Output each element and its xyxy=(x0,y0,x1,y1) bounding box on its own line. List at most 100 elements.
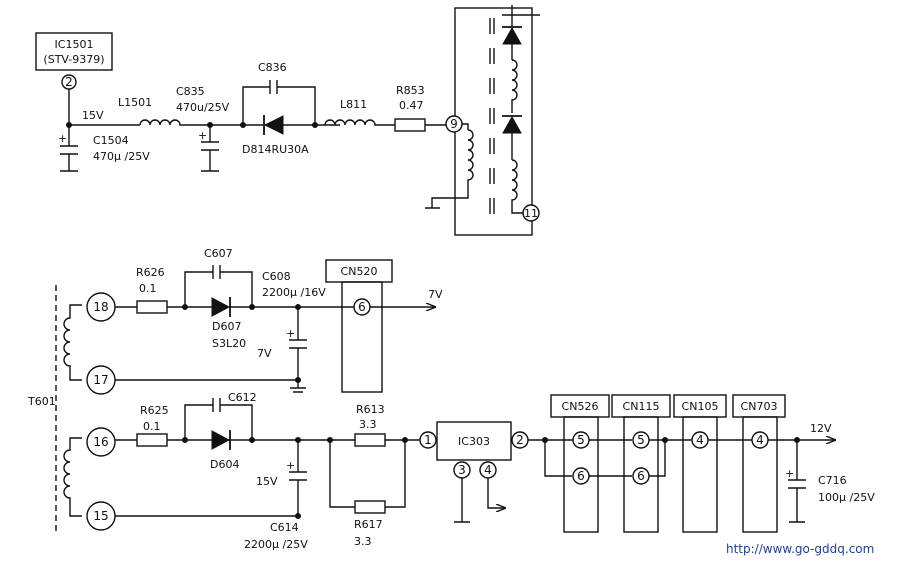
svg-text:+: + xyxy=(286,459,295,472)
t601-pin-16-label: 16 xyxy=(93,435,108,449)
r613-resistor xyxy=(354,433,386,447)
c608-name: C608 xyxy=(262,270,291,283)
c716-value: 100μ /25V xyxy=(818,491,875,504)
svg-text:+: + xyxy=(58,132,67,145)
cn115-body xyxy=(623,416,659,533)
c614-voltage-label: 15V xyxy=(256,475,278,488)
cn105-pin-label: 4 xyxy=(696,433,704,447)
t601-winding-lower xyxy=(63,437,82,517)
r617-resistor xyxy=(354,500,386,514)
ic1501-box xyxy=(35,32,113,71)
c612-capacitor xyxy=(184,398,253,440)
cn105-label: CN105 xyxy=(682,400,719,413)
secondary-winding-2 xyxy=(511,159,518,206)
svg-text:+: + xyxy=(785,467,794,480)
cn520-pin-label: 6 xyxy=(358,300,366,314)
c608-value: 2200μ /16V xyxy=(262,286,326,299)
flyback-primary-winding xyxy=(425,129,474,209)
t601-pin-16 xyxy=(86,427,116,457)
junction-dot xyxy=(295,513,301,519)
c614-value: 2200μ /25V xyxy=(244,538,308,551)
c614-capacitor: + xyxy=(286,440,307,516)
l811-label: L811 xyxy=(340,98,367,111)
r853-resistor xyxy=(394,118,426,132)
c1504-capacitor: + xyxy=(58,125,78,172)
hv-diode-1 xyxy=(502,26,522,45)
cn115-pin-6-label: 6 xyxy=(637,469,645,483)
watermark-url: http://www.go-gddq.com xyxy=(726,542,874,556)
rail-15v-label: 15V xyxy=(82,109,104,122)
hv-diode-2 xyxy=(502,115,522,134)
c1504-value: 470μ /25V xyxy=(93,150,150,163)
r613-name: R613 xyxy=(356,403,385,416)
output-12v-label: 12V xyxy=(810,422,832,435)
c835-value: 470u/25V xyxy=(176,101,230,114)
ic303-pin-2-label: 2 xyxy=(516,433,524,447)
r626-value: 0.1 xyxy=(139,282,157,295)
ic303-ground xyxy=(454,478,470,523)
c836-capacitor xyxy=(242,80,316,125)
ic303-pin-4-label: 4 xyxy=(484,463,492,477)
ic303-pin-1-label: 1 xyxy=(424,433,432,447)
r617-name: R617 xyxy=(354,518,383,531)
cn703-pin-label: 4 xyxy=(756,433,764,447)
t601-pin-17-label: 17 xyxy=(93,373,108,387)
t601-winding-upper xyxy=(63,304,82,381)
ic1501-pin-label: 2 xyxy=(65,75,73,89)
ic1501-block: IC1501 (STV-9379) 2 xyxy=(35,32,113,90)
c607-capacitor xyxy=(184,265,253,307)
c716-name: C716 xyxy=(818,474,847,487)
pin-11-label: 11 xyxy=(524,207,538,220)
c1504-name: C1504 xyxy=(93,134,129,147)
cn105-body xyxy=(682,416,718,533)
cn520-pin xyxy=(353,298,371,316)
l1501-label: L1501 xyxy=(118,96,152,109)
c614-name: C614 xyxy=(270,521,299,534)
cn520-body xyxy=(341,281,383,393)
ic303-label: IC303 xyxy=(458,435,490,448)
secondary-winding-1 xyxy=(511,59,518,113)
junction-dot xyxy=(662,437,668,443)
r613-value: 3.3 xyxy=(359,418,377,431)
cn115-pin-5-label: 5 xyxy=(637,433,645,447)
ic303-pin-1 xyxy=(419,431,437,449)
cn526-label: CN526 xyxy=(562,400,599,413)
d814-label: D814RU30A xyxy=(242,143,309,156)
cn703-label: CN703 xyxy=(741,400,778,413)
c835-name: C835 xyxy=(176,85,205,98)
ground-symbol xyxy=(290,380,306,393)
ic1501-name: IC1501 xyxy=(55,38,94,51)
r625-value: 0.1 xyxy=(143,420,161,433)
c608-voltage-label: 7V xyxy=(257,347,272,360)
ic303-pin-3-label: 3 xyxy=(458,463,466,477)
t601-pin-15-label: 15 xyxy=(93,509,108,523)
l1501-inductor xyxy=(139,119,210,126)
c607-label: C607 xyxy=(204,247,233,260)
ic303-pin4-arrow xyxy=(487,478,505,508)
cn703-body xyxy=(742,416,778,533)
d607-part: S3L20 xyxy=(212,337,246,350)
svg-text:+: + xyxy=(198,129,207,142)
t601-pin-18-label: 18 xyxy=(93,300,108,314)
output-7v-label: 7V xyxy=(428,288,443,301)
d604-diode xyxy=(211,430,231,450)
d814-diode xyxy=(263,115,284,135)
ic1501-part: (STV-9379) xyxy=(43,53,104,66)
c612-label: C612 xyxy=(228,391,257,404)
c835-capacitor: + xyxy=(198,125,219,172)
cn520-label: CN520 xyxy=(341,265,378,278)
l811-inductor xyxy=(324,119,395,126)
cn526-body xyxy=(563,416,599,533)
r617-wire xyxy=(329,440,406,508)
r853-name: R853 xyxy=(396,84,425,97)
cn526-pin-6-label: 6 xyxy=(577,469,585,483)
svg-text:+: + xyxy=(286,327,295,340)
cn526-pin-5-label: 5 xyxy=(577,433,585,447)
t601-label: T601 xyxy=(27,395,56,408)
cn115-label: CN115 xyxy=(623,400,660,413)
r625-name: R625 xyxy=(140,404,169,417)
r617-value: 3.3 xyxy=(354,535,372,548)
r626-name: R626 xyxy=(136,266,165,279)
pin-9-label: 9 xyxy=(450,117,458,131)
